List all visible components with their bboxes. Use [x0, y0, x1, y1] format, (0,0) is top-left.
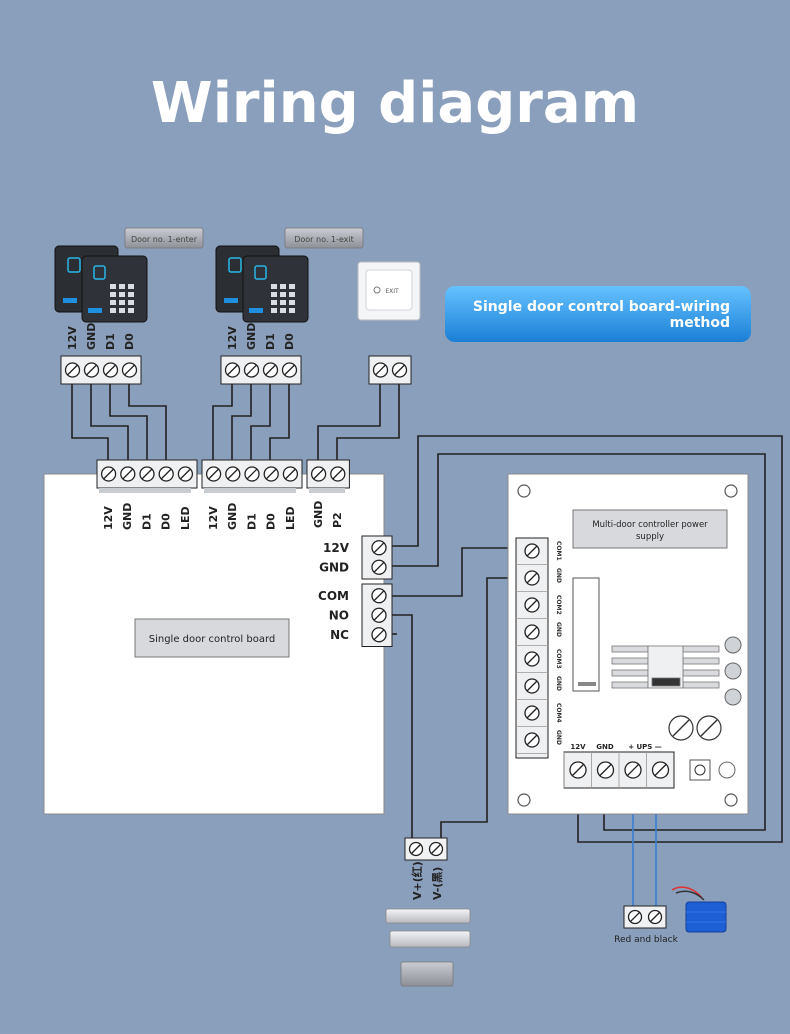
exit-button-label: EXIT	[385, 288, 399, 295]
card-reader-group-exit	[215, 245, 309, 323]
board-reader1-block	[96, 459, 198, 489]
board-reader1-label-12v: 12V	[102, 506, 115, 530]
psu-name-line1: Multi-door controller power	[592, 520, 708, 530]
psu-bottom-label-ups: + UPS —	[628, 743, 662, 751]
board-relay-label-no: NO	[329, 609, 349, 623]
psu-term-label-3: GND	[555, 622, 562, 637]
rfid-icon	[228, 257, 242, 273]
reader-wire-labels: 12V GND D1 D0 12V GND D1 D0	[66, 323, 296, 350]
board-button-label-gnd: GND	[312, 501, 325, 528]
lock-terminal: V+(红) V-(黑)	[404, 837, 448, 900]
reader-terminal-blocks	[60, 355, 412, 385]
badge-line1: Single door control board-wiring	[473, 299, 730, 315]
psu-term-label-6: COM4	[555, 703, 562, 723]
rfid-icon	[67, 257, 81, 273]
board-reader2-block	[201, 459, 303, 489]
psu-term-label-7: GND	[555, 730, 562, 745]
heatsink-icon	[611, 645, 720, 689]
board-reader2-label-gnd: GND	[226, 503, 239, 530]
card-reader-group-enter	[54, 245, 148, 323]
psu-bottom-label-12v: 12V	[570, 743, 586, 751]
battery-terminal: Red and black	[614, 905, 679, 945]
tag-door-enter: Door no. 1-enter	[124, 227, 204, 249]
psu-term-label-0: COM1	[555, 541, 562, 561]
reader1-label-gnd: GND	[85, 323, 98, 350]
reader2-terminal-block	[220, 355, 302, 385]
reader2-label-12v: 12V	[226, 326, 239, 350]
tag-door-enter-label: Door no. 1-enter	[131, 235, 198, 244]
badge-line2: method	[670, 315, 730, 331]
magnetic-lock-icon	[385, 908, 471, 987]
psu-name-line2: supply	[636, 532, 664, 542]
battery-label: Red and black	[614, 935, 678, 945]
psu-term-label-2: COM2	[555, 595, 562, 615]
exit-button-device: EXIT	[357, 261, 421, 321]
page-title: Wiring diagram	[151, 71, 639, 136]
keypad-icon	[271, 284, 295, 313]
keypad-icon	[110, 284, 134, 313]
board-reader1-label-gnd: GND	[121, 503, 134, 530]
reader1-label-d0: D0	[123, 333, 136, 350]
board-name: Single door control board	[149, 634, 276, 645]
reader2-label-gnd: GND	[245, 323, 258, 350]
method-badge: Single door control board-wiring method	[445, 286, 751, 342]
board-reader1-label-led: LED	[179, 506, 192, 530]
board-power-block	[361, 535, 393, 580]
psu-bottom-label-gnd: GND	[596, 743, 614, 751]
tag-door-exit: Door no. 1-exit	[284, 227, 364, 249]
board-reader2-label-d1: D1	[245, 513, 258, 530]
board-name-box: Single door control board	[134, 618, 290, 658]
rfid-icon	[93, 265, 106, 280]
battery-icon	[671, 886, 727, 933]
rfid-icon	[254, 265, 267, 280]
reader2-label-d1: D1	[264, 333, 277, 350]
board-reader2-label-12v: 12V	[207, 506, 220, 530]
exit-button-terminal-block	[368, 355, 412, 385]
wires	[71, 384, 783, 843]
lock-v-minus: V-(黑)	[431, 867, 444, 900]
board-reader1-label-d0: D0	[160, 513, 173, 530]
board-relay-block	[361, 583, 393, 647]
board-reader2-label-led: LED	[284, 506, 297, 530]
board-relay-label-com: COM	[318, 589, 349, 603]
lock-v-plus: V+(红)	[410, 861, 424, 900]
psu-term-label-5: GND	[555, 676, 562, 691]
board-relay-label-nc: NC	[330, 628, 349, 642]
reader2-label-d0: D0	[283, 333, 296, 350]
board-power-label-gnd: GND	[319, 561, 349, 575]
board-power-label-12v: 12V	[323, 541, 350, 555]
board-button-label-p2: P2	[331, 512, 344, 528]
tag-door-exit-label: Door no. 1-exit	[294, 235, 354, 244]
board-button-block	[306, 459, 350, 489]
board-reader1-label-d1: D1	[140, 513, 153, 530]
reader1-label-d1: D1	[104, 333, 117, 350]
psu-term-label-1: GND	[555, 568, 562, 583]
board-terminal-blocks: 12V GND D1 D0 LED 12V GND D1 D0 LED GND P2 12V GND COM…	[96, 459, 393, 647]
psu-term-label-4: COM3	[555, 649, 562, 669]
board-reader2-label-d0: D0	[265, 513, 278, 530]
reader1-terminal-block	[60, 355, 142, 385]
reader1-label-12v: 12V	[66, 326, 79, 350]
